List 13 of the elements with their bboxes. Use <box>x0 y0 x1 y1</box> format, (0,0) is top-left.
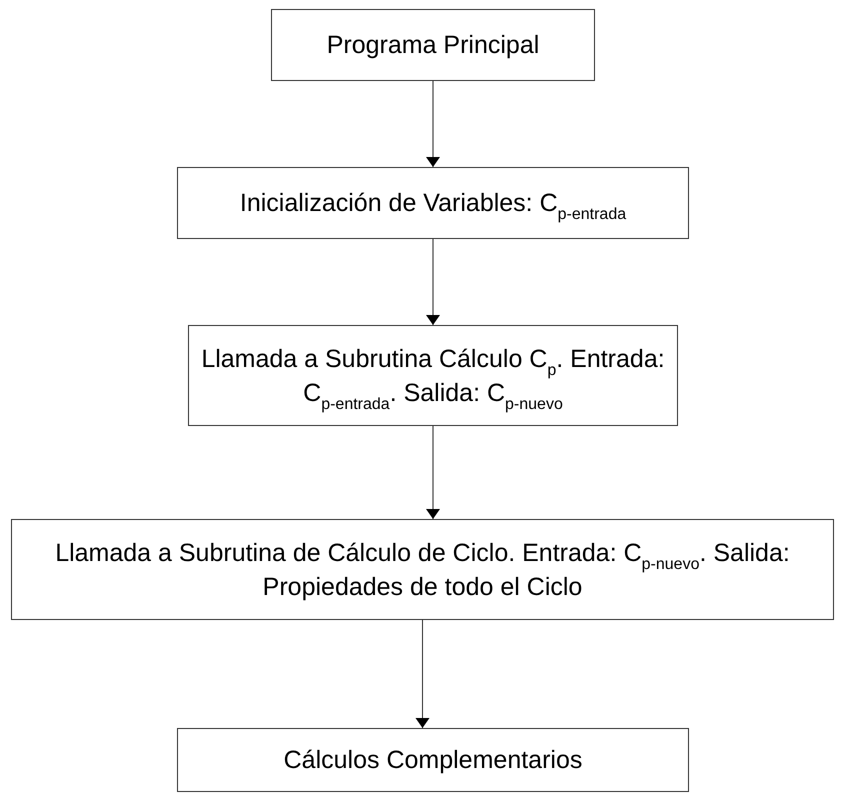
box-label: Inicialización de Variables: C$_{p-entrada}$ <box>240 188 626 220</box>
arrow <box>426 238 440 326</box>
box-label: Cálculos Complementarios <box>284 745 582 776</box>
arrow <box>416 620 430 728</box>
process-box <box>188 325 678 426</box>
arrow <box>426 426 440 520</box>
process-box <box>177 728 689 792</box>
process-box <box>11 519 834 620</box>
arrow <box>426 80 440 168</box>
process-box <box>271 9 595 81</box>
box-label: Programa Principal <box>326 30 540 61</box>
box-label: Llamada a Subrutina de Cálculo de Ciclo. Entrada: C$_{p-nuevo}$. Salida: Propiedades de todo el Ciclo <box>54 538 791 602</box>
process-box <box>177 167 689 239</box>
